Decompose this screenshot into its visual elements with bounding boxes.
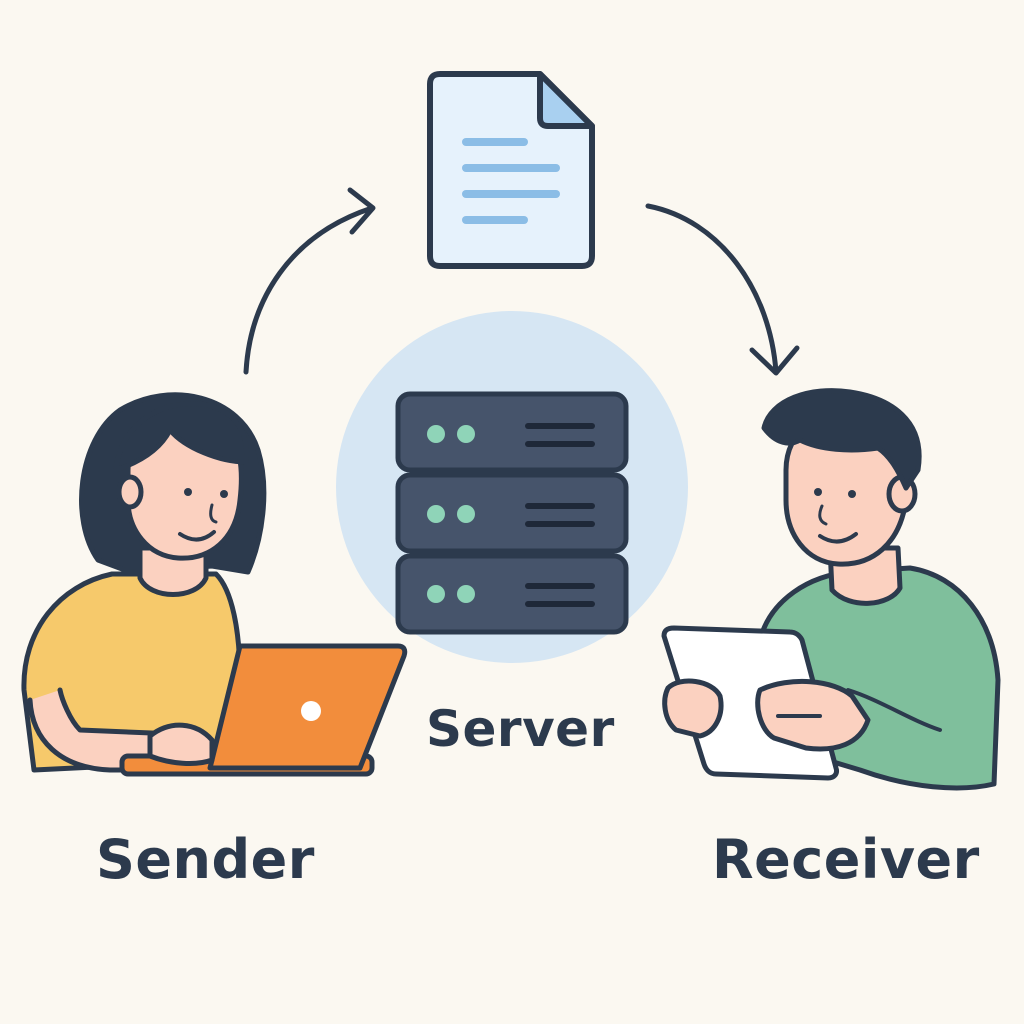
arrow-sender-to-document (243, 205, 375, 375)
receiver-label: Receiver (712, 828, 980, 891)
sender-label: Sender (96, 828, 315, 891)
receiver-hair (761, 388, 922, 491)
flow-arrows (243, 187, 800, 376)
arrow-document-to-receiver (645, 203, 779, 375)
server-unit (395, 391, 629, 473)
sender-figure (21, 392, 408, 777)
arrow-head-down (749, 345, 800, 376)
arrow-head-up-right (347, 187, 376, 235)
server-rack-icon (395, 391, 629, 635)
server-unit (395, 553, 629, 635)
server-label: Server (426, 700, 615, 758)
server-group (336, 311, 688, 663)
receiver-figure (661, 388, 1001, 791)
document-icon (427, 71, 595, 269)
server-unit (395, 472, 629, 554)
